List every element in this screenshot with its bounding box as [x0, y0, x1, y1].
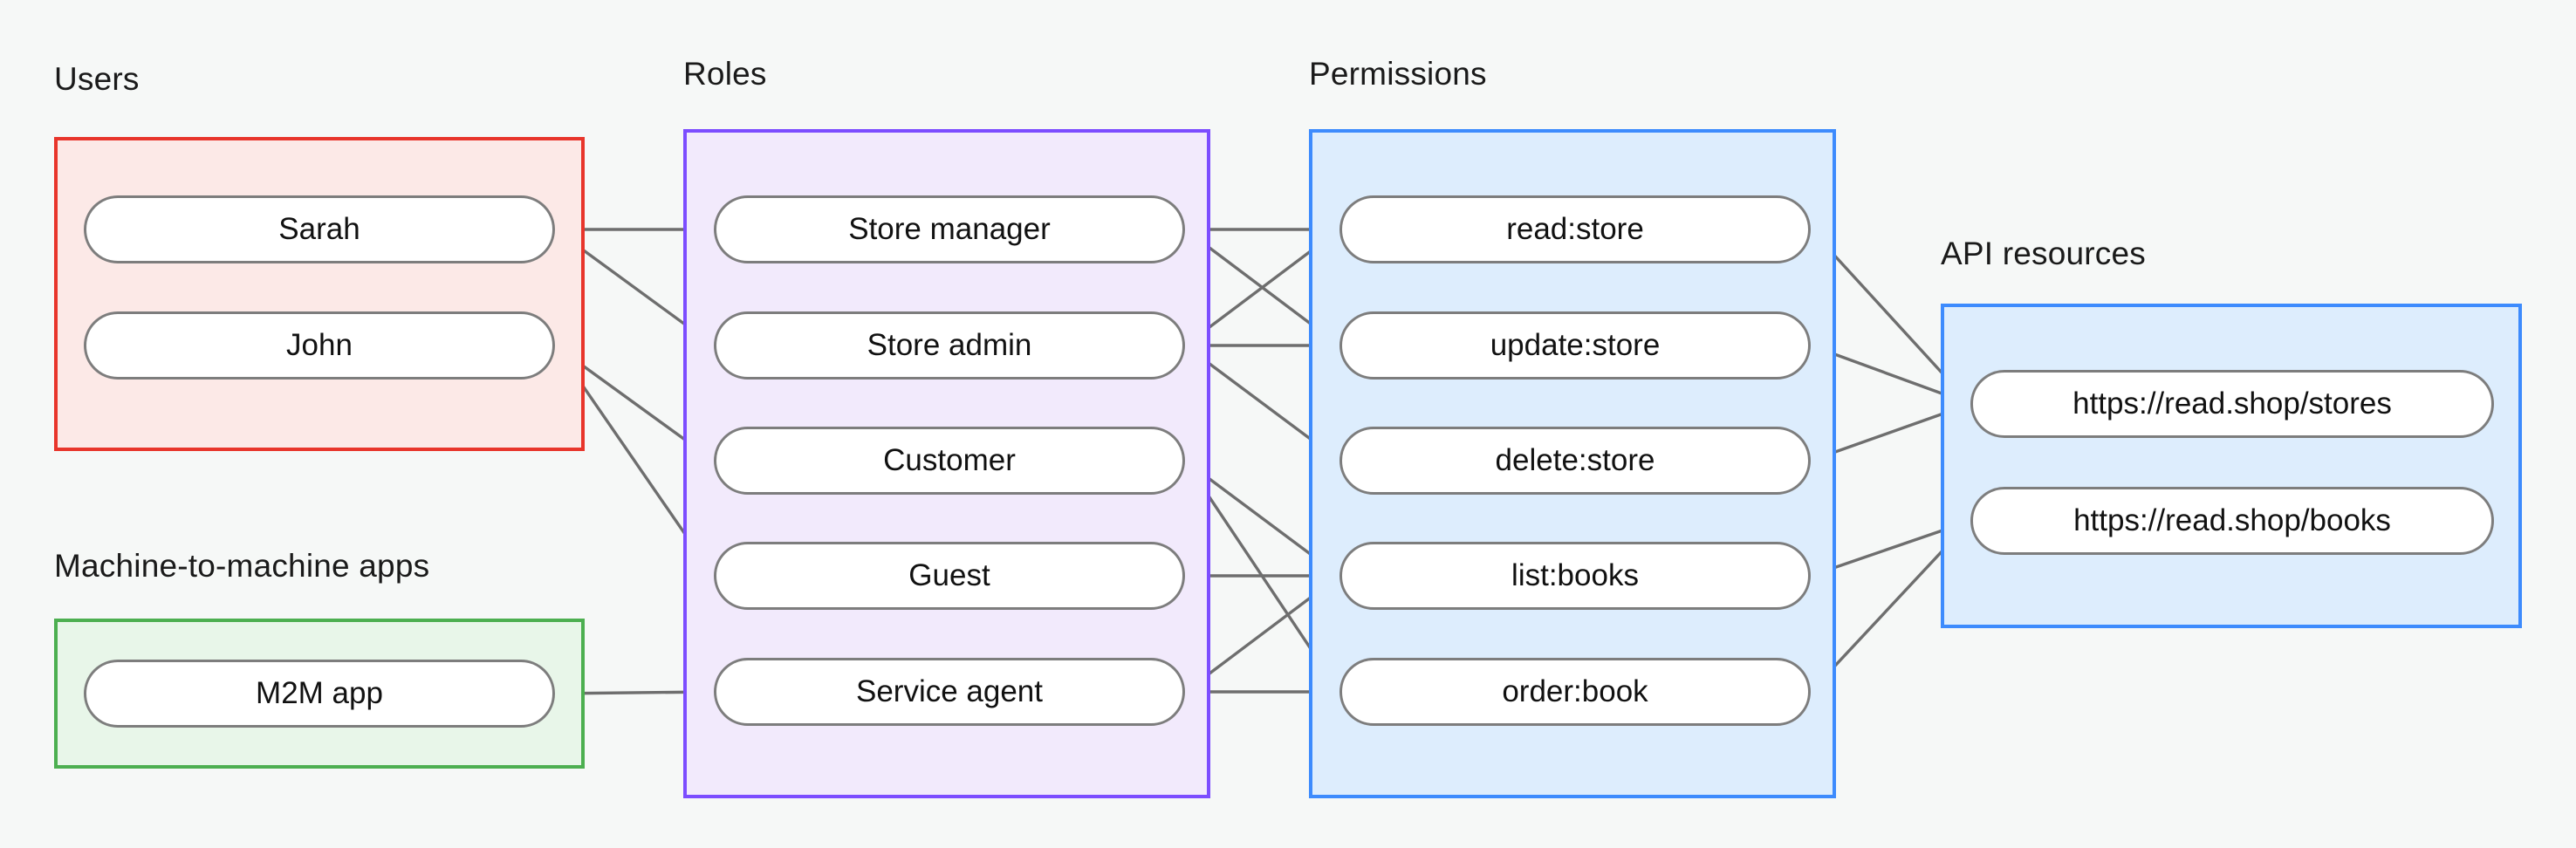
node-label-m2mapp: M2M app	[256, 676, 383, 710]
node-label-deletestore: delete:store	[1495, 443, 1655, 477]
node-label-serviceagent: Service agent	[855, 674, 1044, 708]
node-label-updatestore: update:store	[1490, 328, 1661, 362]
node-m2mapp[interactable]: M2M app	[84, 660, 555, 728]
node-storeadmin[interactable]: Store admin	[714, 311, 1185, 380]
node-john[interactable]: John	[84, 311, 555, 380]
node-label-john: John	[286, 328, 353, 362]
node-label-guest: Guest	[908, 558, 990, 592]
node-updatestore[interactable]: update:store	[1339, 311, 1811, 380]
group-box-users	[54, 137, 585, 451]
node-label-listbooks: list:books	[1511, 558, 1639, 592]
node-apistores[interactable]: https://read.shop/stores	[1970, 370, 2494, 438]
node-label-orderbook: order:book	[1502, 674, 1648, 708]
node-listbooks[interactable]: list:books	[1339, 542, 1811, 610]
node-label-readstore: read:store	[1506, 212, 1644, 246]
node-guest[interactable]: Guest	[714, 542, 1185, 610]
group-title-m2m: Machine-to-machine apps	[54, 548, 430, 584]
node-sarah[interactable]: Sarah	[84, 195, 555, 263]
node-deletestore[interactable]: delete:store	[1339, 427, 1811, 495]
group-title-permissions: Permissions	[1309, 56, 1487, 92]
group-title-roles: Roles	[683, 56, 767, 92]
node-label-customer: Customer	[883, 443, 1016, 477]
group-box-api	[1941, 304, 2522, 628]
node-label-apistores: https://read.shop/stores	[2072, 386, 2392, 421]
node-label-storemanager: Store manager	[848, 212, 1051, 246]
node-label-storeadmin: Store admin	[867, 328, 1032, 362]
node-readstore[interactable]: read:store	[1339, 195, 1811, 263]
node-customer[interactable]: Customer	[714, 427, 1185, 495]
node-apibooks[interactable]: https://read.shop/books	[1970, 487, 2494, 555]
group-title-api: API resources	[1941, 236, 2146, 271]
group-title-users: Users	[54, 61, 140, 97]
node-storemanager[interactable]: Store manager	[714, 195, 1185, 263]
node-label-apibooks: https://read.shop/books	[2073, 503, 2391, 537]
node-label-sarah: Sarah	[278, 212, 360, 246]
node-orderbook[interactable]: order:book	[1339, 658, 1811, 726]
node-serviceagent[interactable]: Service agent	[714, 658, 1185, 726]
